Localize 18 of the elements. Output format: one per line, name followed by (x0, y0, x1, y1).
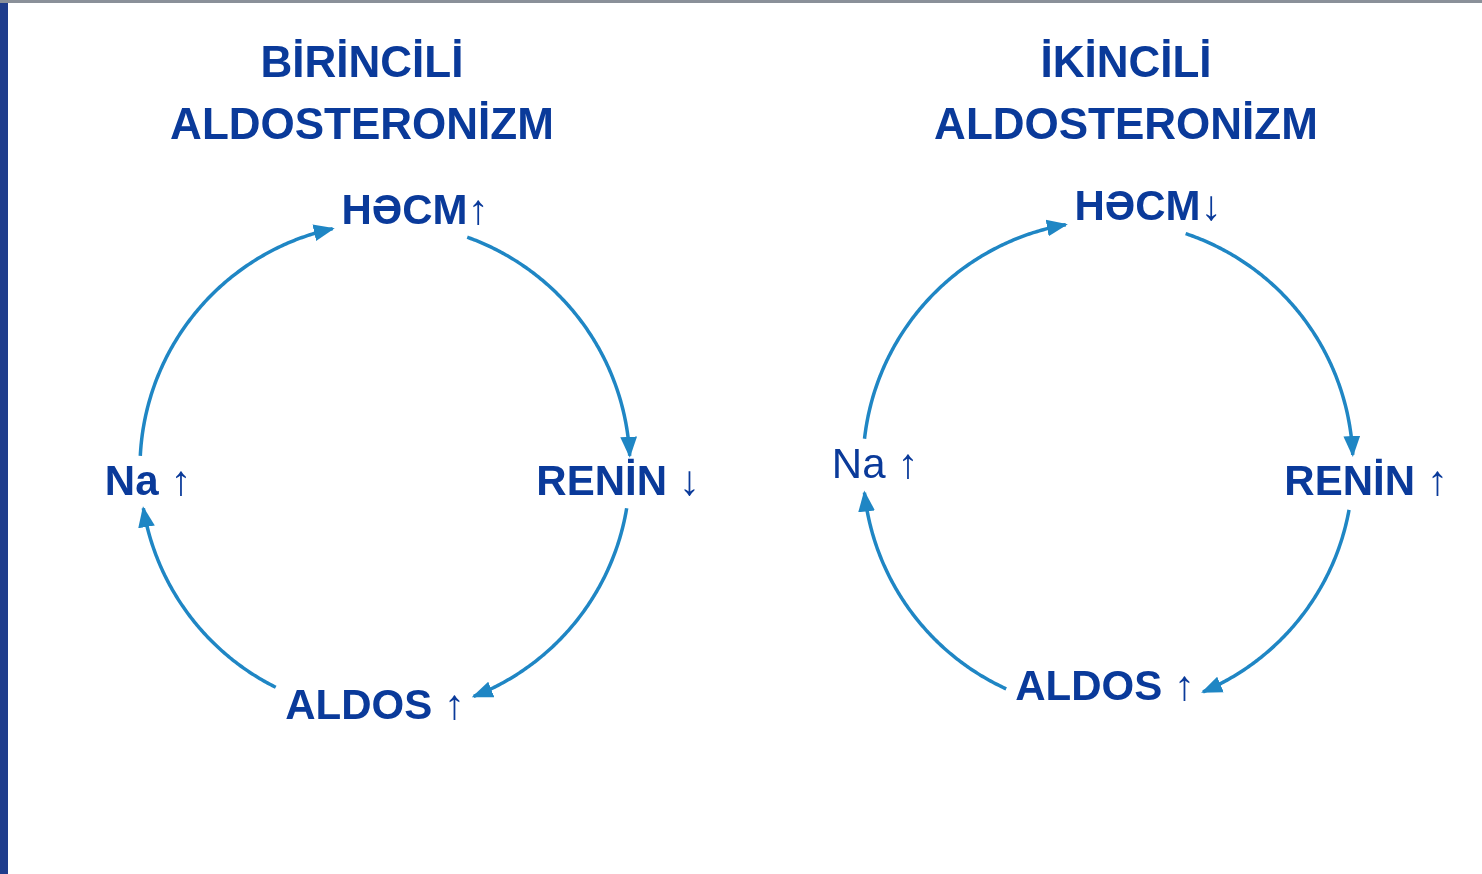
cycle-label: HƏCM↓ (1074, 182, 1222, 230)
cycle-arrow (138, 224, 335, 456)
cycle-arrow (138, 506, 277, 689)
cycle-arrow (862, 219, 1068, 439)
cycle-arrow (471, 507, 629, 698)
cycle-label: ALDOS ↑ (1015, 662, 1195, 710)
cycle-label: Na ↑ (831, 440, 919, 488)
cycle-arrow (466, 235, 638, 458)
cycle-label: Na ↑ (104, 457, 192, 505)
cycle-label: RENİN ↓ (536, 457, 700, 505)
cycle-label: HƏCM↑ (341, 186, 489, 234)
cycle-arrow (1185, 231, 1361, 457)
cycle-label: RENİN ↑ (1284, 457, 1448, 505)
diagram-heading: İKİNCİLİ ALDOSTERONİZM (933, 36, 1319, 150)
cycle-label: ALDOS ↑ (285, 681, 465, 729)
diagram-heading: BİRİNCİLİ ALDOSTERONİZM (169, 36, 555, 150)
cycle-arrow (858, 490, 1007, 691)
cycle-arrow (1201, 509, 1351, 694)
